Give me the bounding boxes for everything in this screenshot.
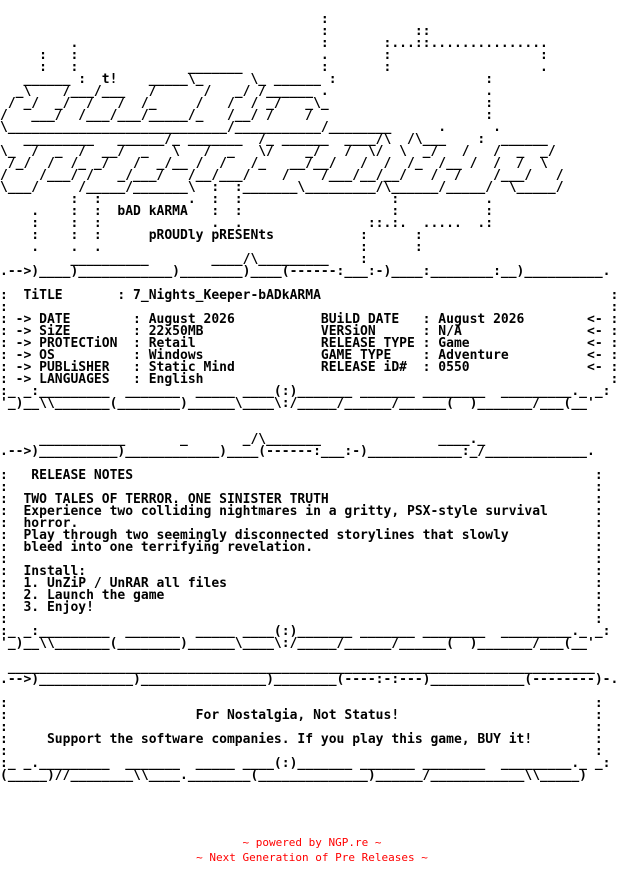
footer-tagline: ~ Next Generation of Pre Releases ~ — [196, 851, 428, 864]
nfo-text: : : :: . : :...::............... : : . :… — [0, 12, 619, 783]
footer-powered-by: ~ powered by NGP.re ~ — [242, 836, 382, 849]
